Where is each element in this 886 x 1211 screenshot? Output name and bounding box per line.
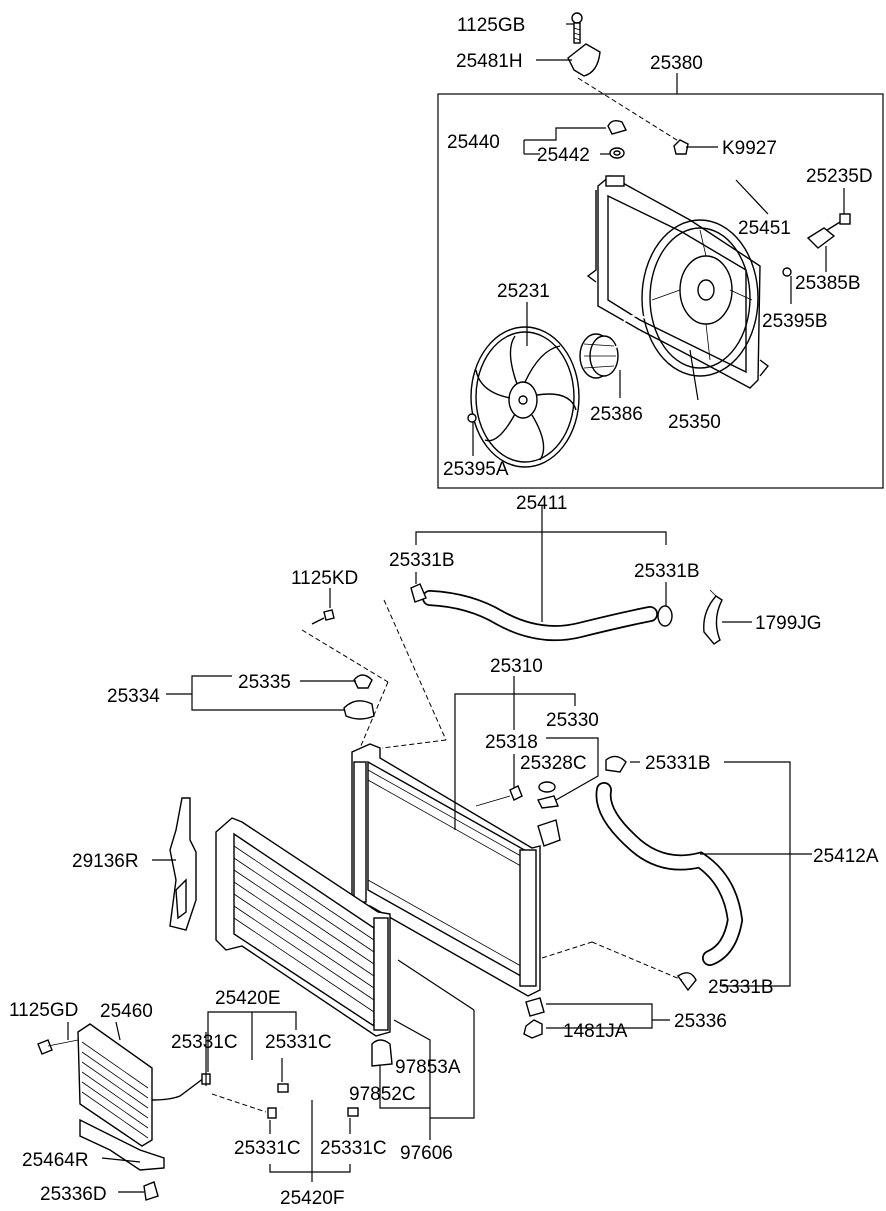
bracket-25334 [343,700,375,720]
clamp-25331b-upper-left [410,583,427,603]
label-1125gd: 1125GD [9,1000,78,1021]
motor-25386 [579,314,647,379]
seal-25442 [609,147,625,159]
label-25440: 25440 [447,132,500,153]
label-25380: 25380 [650,53,703,74]
clip-25481h [567,43,601,77]
label-25331c-a: 25331C [171,1032,238,1053]
label-97853a: 97853A [395,1057,461,1078]
label-25331c-b: 25331C [265,1032,332,1053]
label-25335: 25335 [238,672,291,693]
label-25330: 25330 [546,710,599,731]
label-25412a: 25412A [813,846,879,867]
oil-cooler-25460 [77,1023,205,1147]
hose-25411 [422,590,658,642]
hose-25412a [595,782,744,966]
clamp-25331b-lower-top [605,755,627,773]
label-k9927: K9927 [722,138,777,159]
clamp-25331c-b [277,1083,289,1093]
label-25460: 25460 [100,1001,153,1022]
label-25331c-c: 25331C [234,1138,301,1159]
label-25395a: 25395A [443,459,509,480]
bolt-1125kd [311,609,335,625]
cap-25440 [607,119,628,135]
label-97852c: 97852C [349,1084,416,1105]
mount-25336d [143,1181,159,1201]
label-29136r: 29136R [72,851,139,872]
label-25395b: 25395B [762,311,828,332]
label-25451: 25451 [738,218,791,239]
label-25235d: 25235D [806,166,873,187]
label-25350: 25350 [668,412,721,433]
label-25334: 25334 [107,686,160,707]
nut-k9927 [673,139,689,155]
label-25464r: 25464R [22,1150,89,1171]
fan-25231 [470,326,580,468]
seal-25328c [538,781,556,793]
clamp-25331c-d [347,1107,359,1117]
radiator-cap-25330 [537,819,561,847]
bushing-25335 [353,674,373,689]
label-1799jg: 1799JG [755,613,822,634]
label-25318: 25318 [485,732,538,753]
label-25331b-c: 25331B [645,753,711,774]
clamp-25331b-upper-right [657,605,673,627]
label-25481h: 25481H [456,51,523,72]
label-25331c-d: 25331C [320,1138,387,1159]
label-25420e: 25420E [215,988,281,1009]
bracket-29136r [169,797,197,931]
label-25442: 25442 [537,145,590,166]
label-25331b-d: 25331B [708,977,774,998]
label-25336: 25336 [674,1011,727,1032]
bracket-25464r [79,1118,165,1171]
bolt-1125gd [37,1039,53,1055]
hose-25420f [280,1085,355,1113]
insulator-97852c [371,1039,393,1067]
label-25331b-a: 25331B [389,550,455,571]
clip-1799jg [703,595,723,645]
bolt-1125gb [571,12,583,44]
label-1481ja: 1481JA [563,1021,628,1042]
resistor-25385b [806,227,836,249]
screw-25395a [467,413,477,423]
label-25411: 25411 [516,493,567,514]
label-25310: 25310 [490,656,543,677]
label-1125gb: 1125GB [457,15,525,36]
clamp-25331b-lower-bottom [677,972,697,992]
leader-lines [67,23,845,1193]
nut-1481ja [523,1019,543,1039]
screw-25395b [782,267,792,277]
label-25328c: 25328C [520,753,587,774]
label-25331b-b: 25331B [634,561,700,582]
mount-25336 [525,997,545,1017]
label-25420f: 25420F [280,1188,344,1209]
shroud-25350 [586,175,769,389]
bolt-25318 [509,785,523,801]
label-97606: 97606 [400,1143,453,1164]
fan-shroud-assembly-frame [437,93,884,489]
clamp-25331c-c [267,1107,277,1119]
label-25336d: 25336D [40,1184,107,1205]
condenser [215,817,391,1037]
label-1125kd: 1125KD [291,568,358,589]
label-25385b: 25385B [795,273,861,294]
hose-25420e [212,1052,283,1087]
label-25231: 25231 [497,281,550,302]
label-25386: 25386 [590,404,643,425]
